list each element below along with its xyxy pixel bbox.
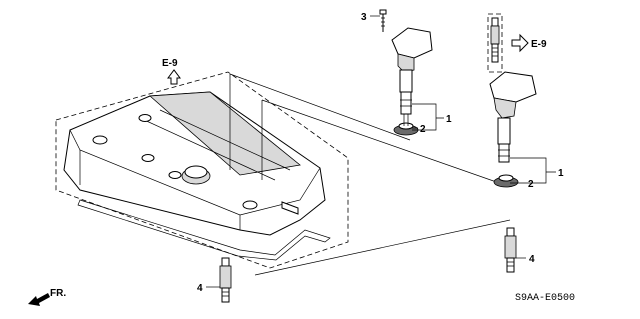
callout-3: 3 [361, 12, 367, 23]
diagram-code: S9AA-E0500 [515, 293, 575, 304]
callout-4-left: 4 [197, 283, 203, 294]
callout-4-right: 4 [529, 254, 535, 265]
callout-2-upper: 2 [420, 124, 426, 135]
front-marker-label: FR. [50, 288, 66, 299]
cover-gasket [77, 199, 331, 261]
leader-line-spark-plug [254, 219, 511, 276]
callout-1-lower: 1 [558, 168, 564, 179]
cylinder-head-cover [63, 91, 326, 236]
reference-e9-right: E-9 [531, 39, 547, 50]
spark-plug-right [504, 227, 517, 273]
reference-e9-left: E-9 [162, 58, 178, 69]
ignition-coil-lower [489, 71, 537, 188]
callout-2-lower: 2 [528, 179, 534, 190]
leader-line-lower-coil [261, 99, 506, 186]
cover-dashed-boundary [55, 71, 349, 269]
arrow-right-icon [511, 33, 529, 53]
coil-bolt [379, 9, 387, 32]
front-arrow-icon [28, 293, 50, 306]
bracket-upper [412, 103, 444, 131]
arrow-up-icon [167, 69, 181, 85]
bracket-lower [510, 157, 556, 184]
spark-plug-reference [487, 13, 503, 73]
spark-plug-left [219, 257, 232, 303]
ignition-coil-upper [391, 27, 433, 136]
leader-line-upper-coil [229, 73, 411, 170]
callout-1-upper: 1 [446, 114, 452, 125]
